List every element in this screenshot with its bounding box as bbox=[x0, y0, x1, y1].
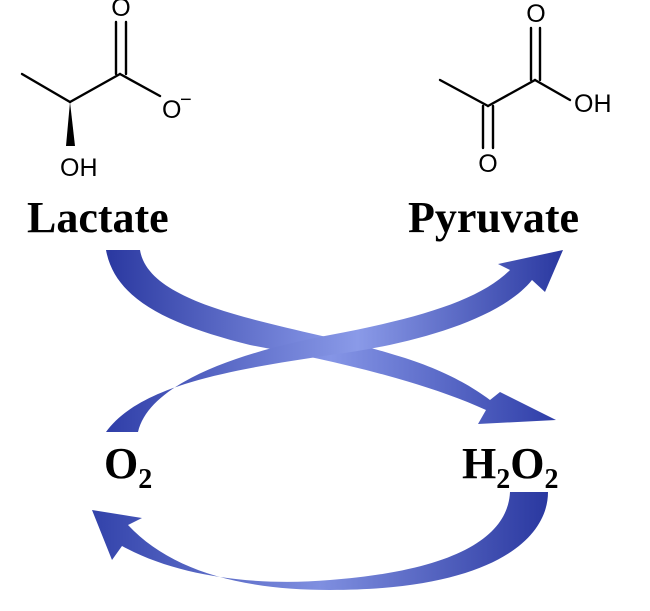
lactate-label: Lactate bbox=[27, 193, 169, 242]
pyruvate-structure: O OH O bbox=[438, 0, 612, 178]
lactate-carboxylate-oxygen: O bbox=[162, 96, 181, 124]
arrow-lactate-to-h2o2 bbox=[106, 250, 556, 424]
pyruvate-methyl-bond bbox=[438, 78, 490, 108]
pyruvate-c2-c1-bond bbox=[486, 78, 537, 108]
lactate-wedge-bond bbox=[66, 102, 75, 146]
lactate-methyl-bond bbox=[20, 72, 72, 104]
lactate-c2-c1-bond bbox=[68, 72, 122, 104]
h2o2-o-symbol: O bbox=[510, 439, 544, 488]
h2o2-o-subscript: 2 bbox=[544, 464, 558, 495]
h2o2-label: H2O2 bbox=[462, 439, 558, 495]
oxygen-symbol: O bbox=[104, 439, 138, 488]
oxygen-subscript: 2 bbox=[138, 464, 152, 495]
lactate-hydroxyl: OH bbox=[60, 154, 98, 182]
h2o2-h-subscript: 2 bbox=[496, 464, 510, 495]
pyruvate-label: Pyruvate bbox=[408, 193, 579, 242]
pyruvate-hydroxyl: OH bbox=[574, 90, 612, 118]
lactate-carboxylate-bond bbox=[118, 72, 162, 98]
lactate-charge: − bbox=[180, 89, 192, 111]
oxygen-label: O2 bbox=[104, 439, 152, 495]
pyruvate-carbonyl-oxygen: O bbox=[526, 0, 545, 28]
lactate-structure: O O − OH bbox=[20, 0, 192, 182]
pyruvate-ketone-oxygen: O bbox=[478, 150, 497, 178]
pyruvate-hydroxyl-bond bbox=[533, 78, 572, 102]
arrow-h2o2-to-o2 bbox=[92, 492, 548, 590]
lactate-carbonyl-oxygen: O bbox=[111, 0, 130, 22]
arrow-o2-to-pyruvate bbox=[106, 250, 563, 432]
h2o2-h-symbol: H bbox=[462, 439, 496, 488]
